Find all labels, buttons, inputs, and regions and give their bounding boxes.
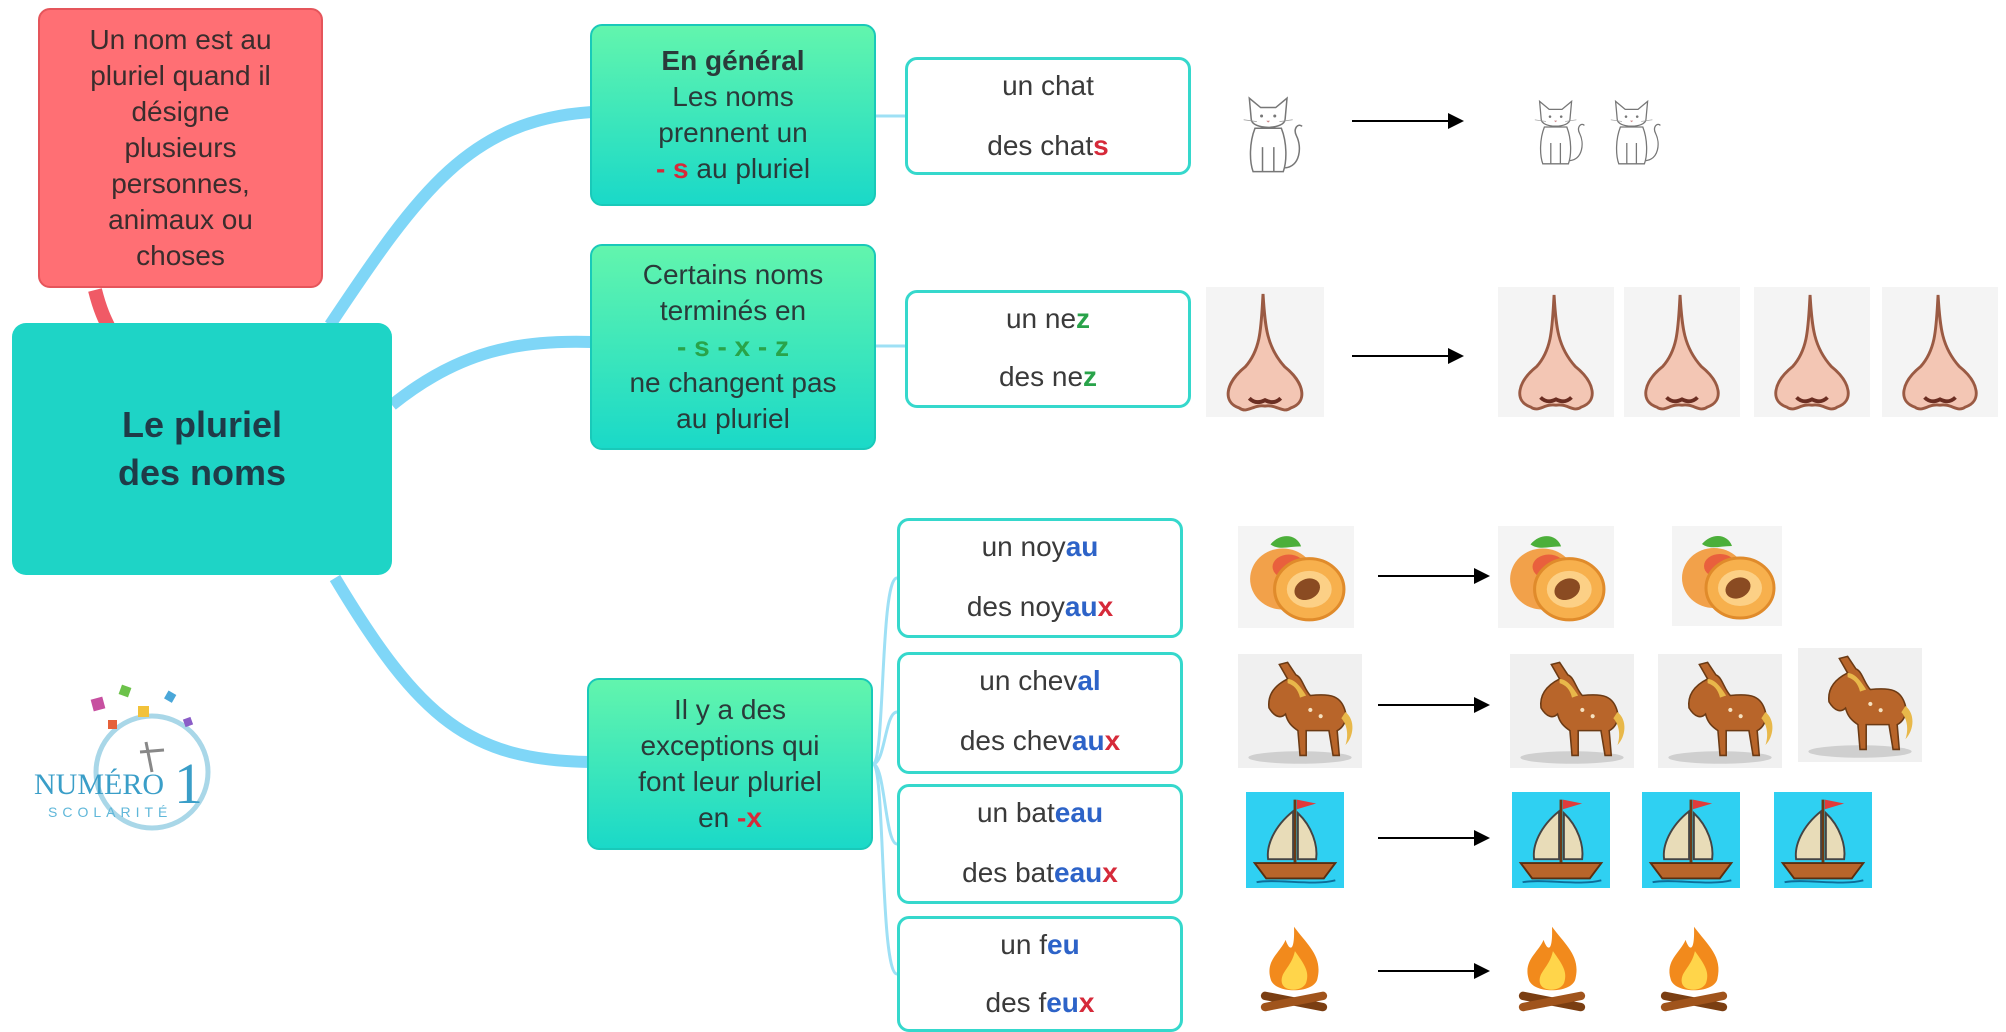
- rule-szx-line: terminés en: [659, 295, 807, 326]
- rule-x-node: Il y a des exceptions qui font leur plur…: [587, 678, 873, 850]
- singular-word: un feu: [1000, 929, 1080, 960]
- sailboat-icon: [1512, 792, 1610, 888]
- word-box-feu: un feu des feux: [897, 916, 1183, 1032]
- singular-word: un bateau: [976, 797, 1104, 828]
- campfire-icon: [1252, 916, 1336, 1016]
- definition-line: animaux ou: [108, 204, 253, 235]
- rule-szx-line: au pluriel: [676, 403, 790, 434]
- arrow-icon: [1378, 568, 1490, 584]
- horse-icon: [1238, 654, 1362, 768]
- cat-icon: [1606, 86, 1662, 176]
- singular-word: un cheval: [979, 665, 1101, 696]
- word-box-bateau: un bateau des bateaux: [897, 784, 1183, 904]
- central-topic-line1: Le pluriel: [121, 404, 283, 445]
- definition-line: Un nom est au: [89, 24, 272, 55]
- definition-line: personnes,: [111, 168, 250, 199]
- logo-subtitle: SCOLARITÉ: [48, 804, 173, 820]
- plural-word: des feux: [985, 987, 1095, 1018]
- rule-general-line: Les noms: [672, 81, 794, 112]
- word-box-chat: un chat des chats: [905, 57, 1191, 175]
- campfire-icon: [1510, 916, 1594, 1016]
- plural-mark-x: -x: [737, 802, 762, 833]
- plural-word: des noyaux: [966, 591, 1114, 622]
- plural-word: des chats: [987, 130, 1109, 161]
- singular-word: un noyau: [981, 531, 1099, 562]
- logo-word: NUMÉRO: [34, 768, 165, 801]
- apricot-icon: [1672, 526, 1782, 626]
- rule-szx-line: ne changent pas: [629, 367, 837, 398]
- plural-word: des chevaux: [959, 725, 1121, 756]
- horse-icon: [1798, 648, 1922, 762]
- nose-icon: [1498, 287, 1614, 417]
- sailboat-icon: [1774, 792, 1872, 888]
- cat-icon: [1238, 88, 1304, 178]
- central-topic-line2: des noms: [117, 452, 287, 493]
- rule-general-text: au pluriel: [688, 153, 811, 184]
- singular-word: un nez: [1005, 303, 1091, 334]
- word-box-nez: un nez des nez: [905, 290, 1191, 408]
- definition-line: désigne: [131, 96, 230, 127]
- rule-x-line: font leur pluriel: [638, 766, 822, 797]
- arrow-icon: [1352, 348, 1464, 364]
- plural-word: des nez: [998, 361, 1098, 392]
- sailboat-icon: [1246, 792, 1344, 888]
- nose-icon: [1624, 287, 1740, 417]
- rule-szx-marks: - s - x - z: [676, 331, 789, 362]
- logo-digit: 1: [174, 751, 203, 816]
- rule-x-line: en -x: [698, 800, 762, 836]
- rule-general-title: En général: [661, 45, 805, 76]
- cat-icon: [1530, 86, 1586, 176]
- rule-general-line: - s au pluriel: [656, 151, 810, 187]
- word-box-cheval: un cheval des chevaux: [897, 652, 1183, 774]
- rule-x-line: Il y a des: [673, 694, 787, 725]
- rule-szx-node: Certains noms terminés en - s - x - z ne…: [590, 244, 876, 450]
- arrow-icon: [1378, 963, 1490, 979]
- arrow-icon: [1378, 830, 1490, 846]
- word-box-noyau: un noyau des noyaux: [897, 518, 1183, 638]
- rule-szx-line: Certains noms: [642, 259, 824, 290]
- nose-icon: [1206, 287, 1324, 417]
- definition-node: Un nom est au pluriel quand il désigne p…: [38, 8, 323, 288]
- arrow-icon: [1352, 113, 1464, 129]
- horse-icon: [1658, 654, 1782, 768]
- campfire-icon: [1652, 916, 1736, 1016]
- plural-mark-s: - s: [655, 153, 689, 184]
- definition-line: choses: [136, 240, 225, 271]
- rule-x-line: exceptions qui: [640, 730, 820, 761]
- central-topic: Le pluriel des noms: [12, 323, 392, 575]
- nose-icon: [1754, 287, 1870, 417]
- nose-icon: [1882, 287, 1998, 417]
- logo-graphic-icon: [90, 684, 211, 831]
- plural-word: des bateaux: [962, 857, 1118, 888]
- definition-line: plusieurs: [124, 132, 237, 163]
- apricot-icon: [1498, 526, 1614, 628]
- rule-x-text: en: [698, 802, 738, 833]
- arrow-icon: [1378, 697, 1490, 713]
- definition-line: pluriel quand il: [90, 60, 271, 91]
- rule-general-node: En général Les noms prennent un - s au p…: [590, 24, 876, 206]
- numero1-logo: NUMÉRO 1 SCOLARITÉ: [34, 672, 234, 842]
- singular-word: un chat: [1002, 70, 1094, 101]
- apricot-icon: [1238, 526, 1354, 628]
- rule-general-line: prennent un: [658, 117, 808, 148]
- horse-icon: [1510, 654, 1634, 768]
- sailboat-icon: [1642, 792, 1740, 888]
